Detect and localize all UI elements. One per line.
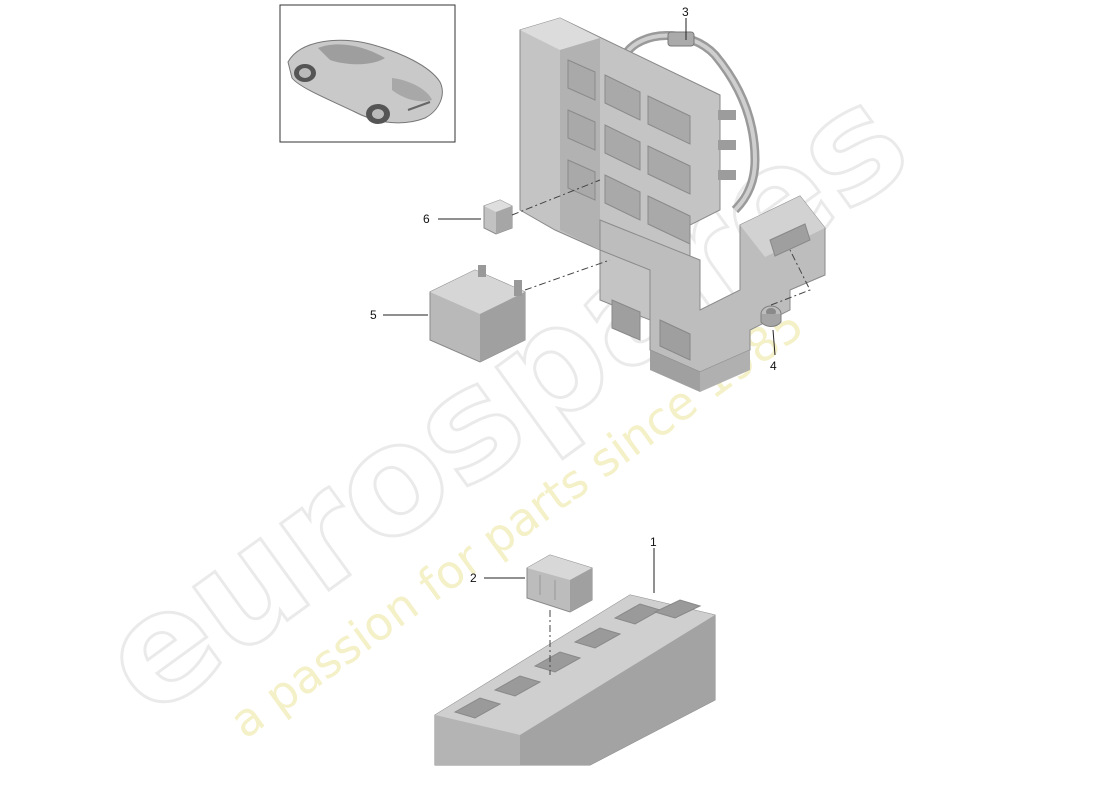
car-icon — [287, 39, 443, 124]
fuse-part — [483, 199, 513, 235]
callout-4: 4 — [770, 359, 777, 373]
callout-6: 6 — [423, 212, 430, 226]
small-relay-part — [526, 554, 593, 613]
callouts: 3 6 5 4 2 1 — [370, 5, 777, 585]
callout-3: 3 — [682, 5, 689, 19]
watermark-brand: eurospares — [69, 51, 939, 749]
callout-2: 2 — [470, 571, 477, 585]
relay-bracket-part — [434, 594, 716, 766]
clip-nut-part — [760, 305, 782, 327]
relay-part — [429, 265, 526, 363]
assembly-lines — [511, 179, 811, 675]
callout-1: 1 — [650, 535, 657, 549]
leader-lines — [383, 18, 776, 593]
callout-5: 5 — [370, 308, 377, 322]
vehicle-thumbnail — [279, 4, 456, 143]
watermark: eurospares a passion for parts since 198… — [67, 49, 940, 750]
relay-carrier-part — [519, 17, 826, 392]
